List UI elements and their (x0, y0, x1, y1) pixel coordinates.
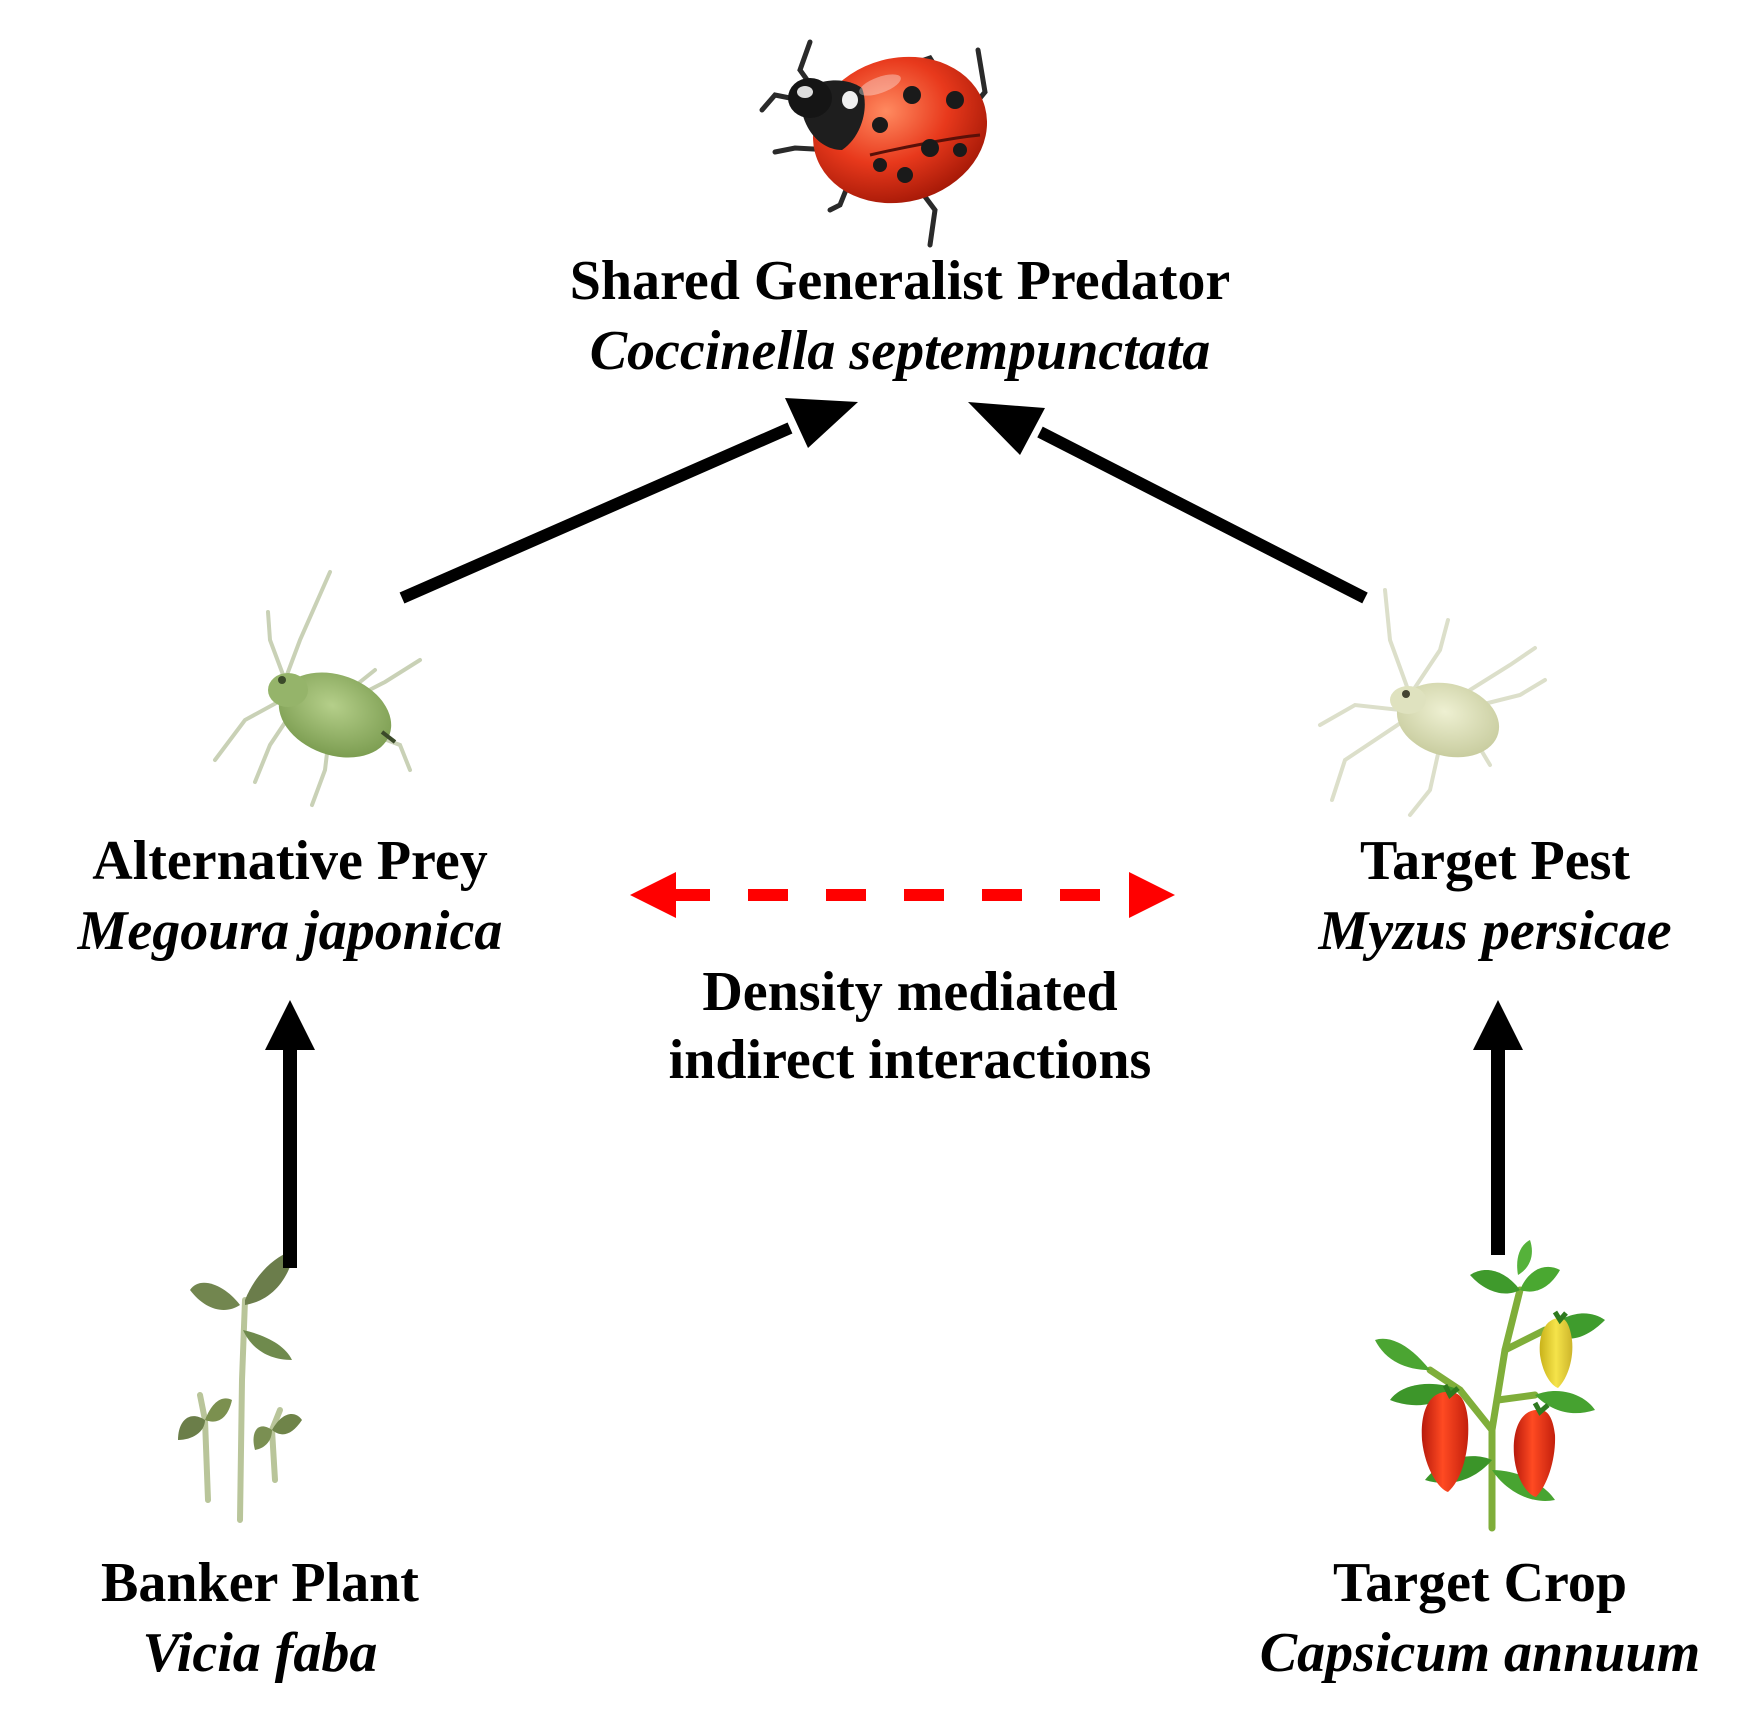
pepper-plant-icon (1375, 1240, 1605, 1532)
target-pest-label: Target Pest Myzus persicae (1260, 826, 1730, 966)
ladybug-icon (759, 39, 988, 248)
bean-seedling-icon (178, 1250, 302, 1523)
arrow-target-pest-to-predator (968, 402, 1368, 604)
arrow-banker-plant-to-alt-prey (265, 1000, 315, 1268)
target-pest-common-name: Target Pest (1359, 830, 1631, 892)
green-aphid-icon (213, 570, 422, 807)
indirect-interaction-arrow (630, 872, 1175, 918)
banker-plant-label: Banker Plant Vicia faba (60, 1548, 460, 1688)
indirect-interaction-line2: indirect interactions (668, 1029, 1152, 1091)
banker-plant-scientific-name: Vicia faba (142, 1622, 378, 1684)
target-crop-common-name: Target Crop (1333, 1552, 1627, 1614)
predator-label: Shared Generalist Predator Coccinella se… (470, 246, 1330, 386)
alt-prey-scientific-name: Megoura japonica (77, 900, 503, 962)
predator-common-name: Shared Generalist Predator (569, 250, 1231, 312)
indirect-interaction-label: Density mediated indirect interactions (600, 958, 1220, 1094)
indirect-interaction-line1: Density mediated (702, 961, 1118, 1023)
pale-aphid-icon (1318, 588, 1547, 817)
arrow-alt-prey-to-predator (399, 398, 858, 604)
predator-scientific-name: Coccinella septempunctata (589, 320, 1211, 382)
target-crop-label: Target Crop Capsicum annuum (1225, 1548, 1735, 1688)
alt-prey-common-name: Alternative Prey (92, 830, 488, 892)
arrow-target-crop-to-target-pest (1473, 1000, 1523, 1255)
target-crop-scientific-name: Capsicum annuum (1259, 1622, 1701, 1684)
target-pest-scientific-name: Myzus persicae (1318, 900, 1672, 962)
alt-prey-label: Alternative Prey Megoura japonica (20, 826, 560, 966)
banker-plant-common-name: Banker Plant (101, 1552, 419, 1614)
